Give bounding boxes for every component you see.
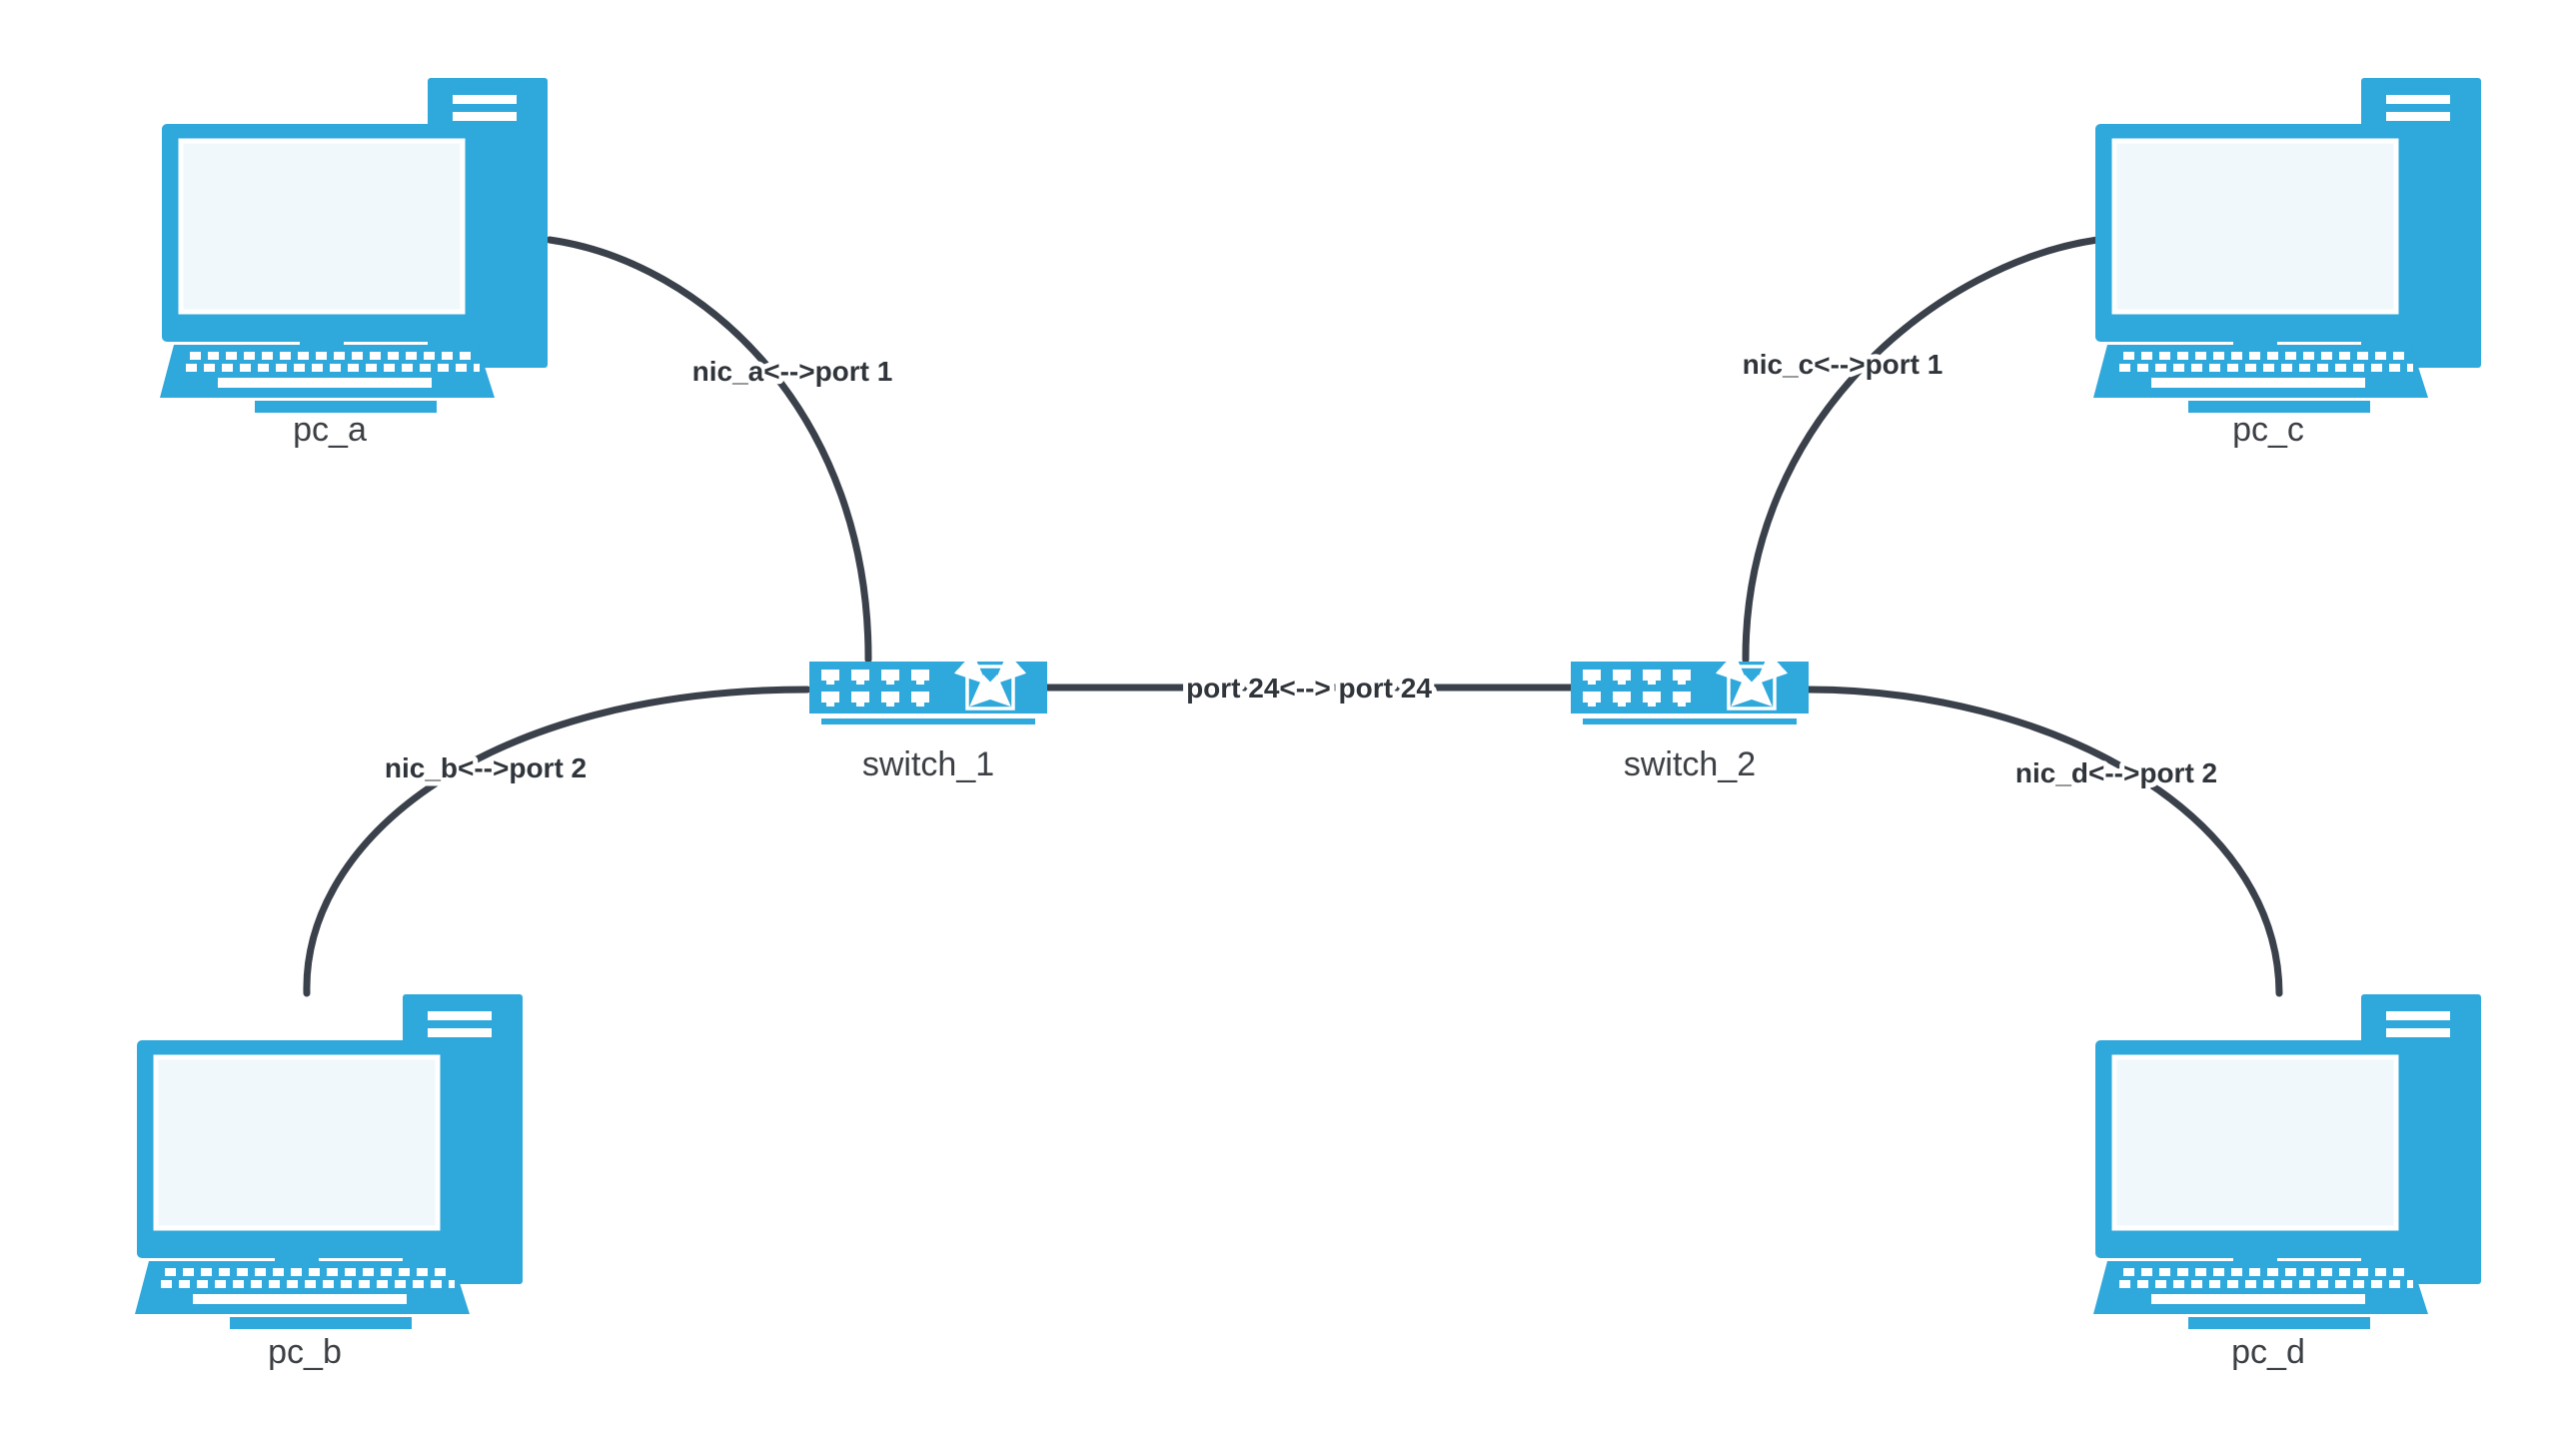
pc-icon [160,78,548,413]
link-label-nic_c: nic_c<-->port 1 [1743,349,1943,380]
switch-icon [1571,662,1809,724]
node-label-pc_c: pc_c [2232,411,2304,449]
node-label-switch_1: switch_1 [862,745,994,783]
node-label-pc_b: pc_b [268,1333,342,1371]
node-switch_1[interactable] [809,662,1047,724]
link-label-nic_d: nic_d<-->port 2 [2015,757,2217,788]
link-pc_b-switch_1[interactable] [303,686,811,997]
link-label-nic_b: nic_b<-->port 2 [385,752,587,783]
link-pc_d-switch_2[interactable] [1805,686,2283,997]
node-switch_2[interactable] [1571,662,1809,724]
link-pc_a-switch_1[interactable] [546,236,872,664]
node-label-switch_2: switch_2 [1624,745,1756,783]
switch-icon [809,662,1047,724]
pc-icon [2093,78,2481,413]
node-label-pc_d: pc_d [2231,1333,2305,1371]
node-pc_d[interactable] [2093,994,2481,1329]
node-label-pc_a: pc_a [293,411,367,449]
pc-icon [135,994,523,1329]
link-label-trunk: port 24<--> port 24 [1186,673,1432,704]
pc-icon [2093,994,2481,1329]
node-pc_a[interactable] [160,78,548,413]
link-label-nic_a: nic_a<-->port 1 [692,356,893,387]
node-pc_c[interactable] [2093,78,2481,413]
link-pc_c-switch_2[interactable] [1742,236,2101,664]
edges [303,236,2283,997]
node-pc_b[interactable] [135,994,523,1329]
